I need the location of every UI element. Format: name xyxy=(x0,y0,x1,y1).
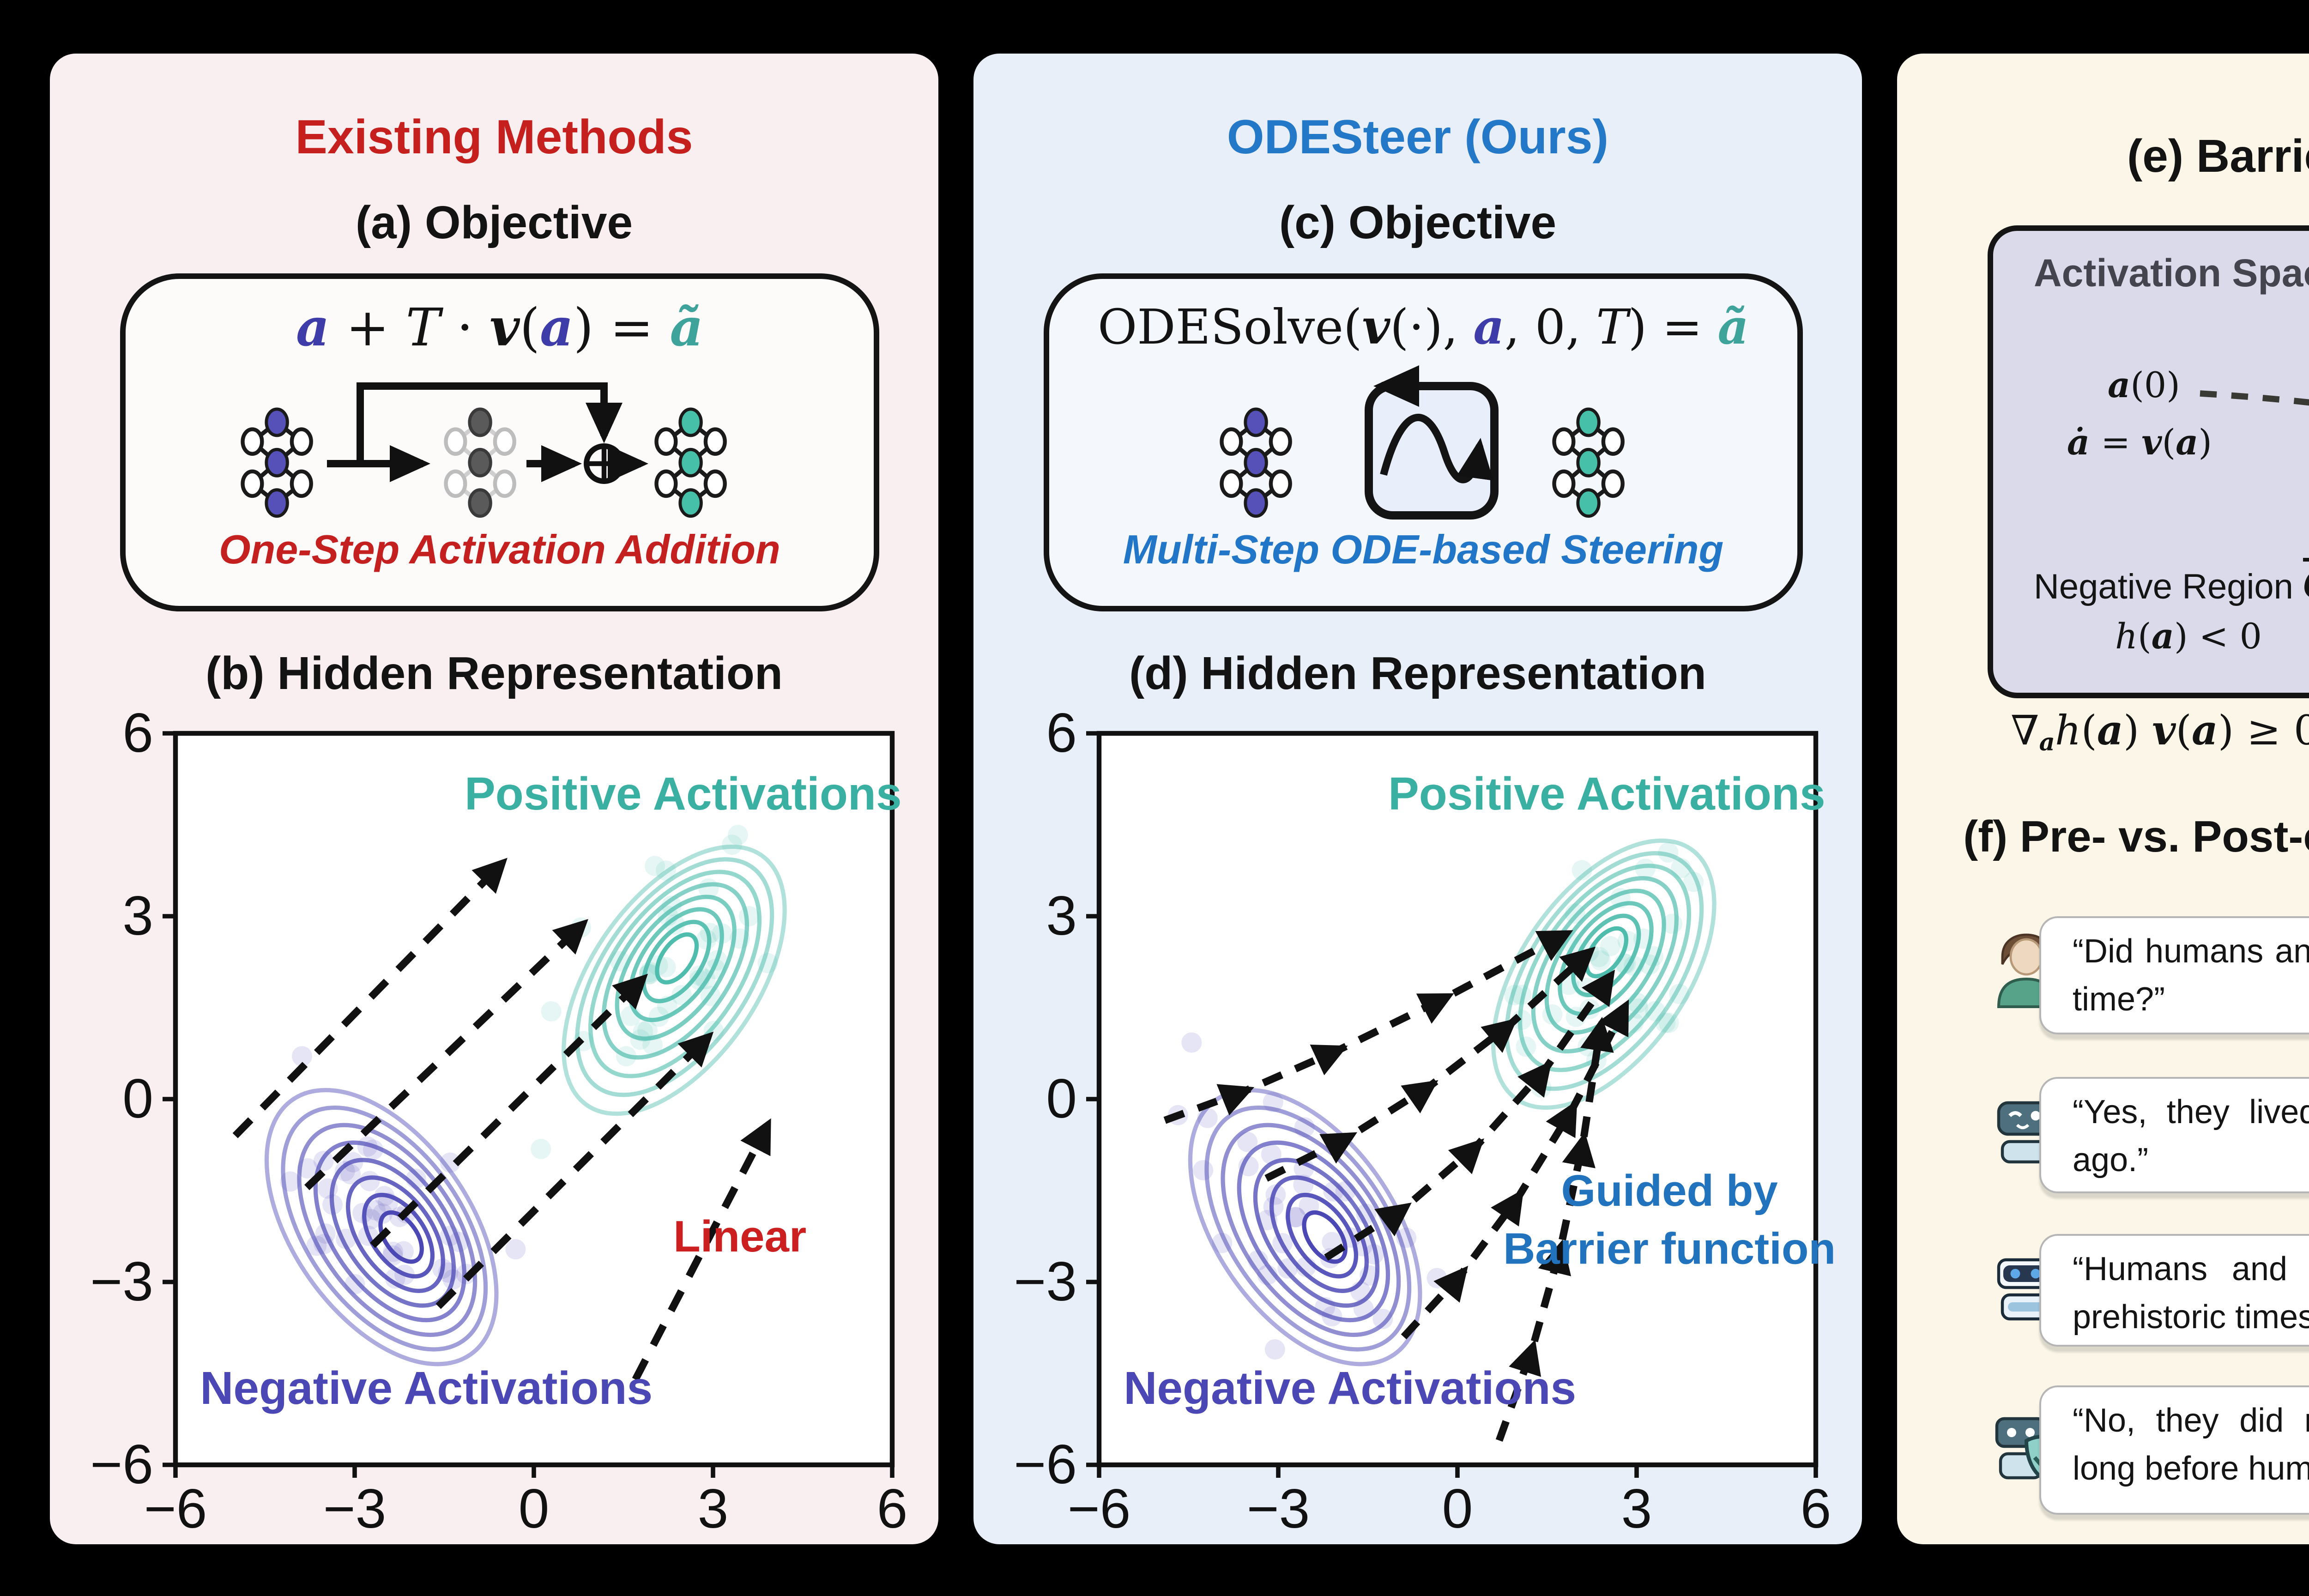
hidden-rep-b-label: (b) Hidden Representation xyxy=(205,648,783,700)
odesolve-formula: ODESolve(v(·), a, 0, T) = ã xyxy=(1098,301,1749,357)
objective-c-label: (c) Objective xyxy=(1279,198,1557,249)
objective-a-box: a + T · v(a) = ã One-Step Activation Add… xyxy=(120,273,879,611)
ode-flow-icons xyxy=(1219,365,1624,520)
svg-text:−3: −3 xyxy=(1014,1251,1077,1312)
svg-text:6: 6 xyxy=(122,702,153,764)
svg-text:−6: −6 xyxy=(144,1478,207,1540)
user-message-bubble: “Did humans and dinosaurs live at the sa… xyxy=(2039,916,2309,1034)
svg-text:6: 6 xyxy=(877,1478,908,1540)
panel-odesteer: ODESteer (Ours) (c) Objective ODESolve(v… xyxy=(973,54,1862,1544)
svg-text:Linear: Linear xyxy=(673,1212,806,1261)
svg-text:Guided by: Guided by xyxy=(1561,1166,1777,1215)
adot-label: ȧ = v(a) xyxy=(2067,423,2212,464)
svg-text:Barrier function: Barrier function xyxy=(1503,1224,1836,1273)
svg-text:Negative Activations: Negative Activations xyxy=(200,1362,653,1414)
activation-space-diagram: Activation Space h(a) ≥ 0 Positive Regio… xyxy=(1988,225,2309,698)
svg-text:0: 0 xyxy=(1442,1478,1473,1540)
svg-text:3: 3 xyxy=(698,1478,729,1540)
one-step-caption: One-Step Activation Addition xyxy=(219,526,780,573)
activation-space-label: Activation Space xyxy=(2034,253,2309,296)
odesteer-title: ODESteer (Ours) xyxy=(1227,109,1609,164)
panel-barrier-function: (e) Barrier Function Activation Space h(… xyxy=(1897,54,2309,1544)
svg-text:−6: −6 xyxy=(90,1433,153,1495)
svg-text:0: 0 xyxy=(519,1478,550,1540)
svg-text:Negative Activations: Negative Activations xyxy=(1124,1362,1576,1414)
objective-a-label: (a) Objective xyxy=(355,198,633,249)
hidden-representation-plot-b: −6 −3 0 3 6 6 3 0 −3 −6 Positive ActivationsNegati… xyxy=(90,702,907,1540)
hidden-rep-d-label: (d) Hidden Representation xyxy=(1129,648,1706,700)
odesteer-message-bubble: “No, they did not. Dinosaurs went extinc… xyxy=(2039,1385,2309,1515)
svg-text:Positive Activations: Positive Activations xyxy=(1388,768,1825,820)
activation-addition-formula: a + T · v(a) = ã xyxy=(296,297,704,358)
svg-text:−3: −3 xyxy=(1247,1478,1310,1540)
h-negative-label: h(a) < 0 xyxy=(2115,617,2262,658)
svg-text:6: 6 xyxy=(1046,702,1077,764)
svg-text:−6: −6 xyxy=(1014,1433,1077,1495)
svg-text:6: 6 xyxy=(1801,1478,1831,1540)
svg-text:0: 0 xyxy=(1046,1068,1077,1130)
panel-existing-methods: Existing Methods (a) Objective a + T · v… xyxy=(50,54,938,1544)
hidden-representation-plot-d: −6 −3 0 3 6 6 3 0 −3 −6 Positive ActivationsNegati… xyxy=(1014,702,1836,1540)
svg-text:Positive Activations: Positive Activations xyxy=(465,768,902,820)
svg-text:3: 3 xyxy=(1046,885,1077,947)
llama-message-bubble: “Yes, they lived together millions of ye… xyxy=(2039,1077,2309,1193)
negative-region-label: Negative Region C xyxy=(2034,562,2309,610)
svg-text:0: 0 xyxy=(122,1068,153,1130)
comparison-title: (f) Pre- vs. Post-editing Comparison xyxy=(1963,813,2309,863)
svg-text:−6: −6 xyxy=(1068,1478,1131,1540)
barrier-function-title: (e) Barrier Function xyxy=(2127,131,2309,183)
svg-text:−3: −3 xyxy=(90,1251,153,1312)
forward-invariance-condition: ∇ah(a) v(a) ≥ 0 ⟹ a(t) ∈ C, ∀t xyxy=(2011,707,2309,758)
objective-c-box: ODESolve(v(·), a, 0, T) = ã Multi-Step O… xyxy=(1044,273,1803,611)
robot-avatar xyxy=(1997,1094,2054,1164)
svg-text:3: 3 xyxy=(122,885,153,947)
multi-step-caption: Multi-Step ODE-based Steering xyxy=(1123,526,1724,573)
one-step-flow-icons xyxy=(240,382,726,518)
region-c-bar-symbol: C xyxy=(2303,562,2309,610)
svg-text:3: 3 xyxy=(1621,1478,1652,1540)
existing-methods-title: Existing Methods xyxy=(295,109,693,164)
a0-label: a(0) xyxy=(2108,366,2180,406)
svg-text:−3: −3 xyxy=(323,1478,387,1540)
actadd-message-bubble: “Humans and dinosaurs coexisted during p… xyxy=(2039,1234,2309,1347)
